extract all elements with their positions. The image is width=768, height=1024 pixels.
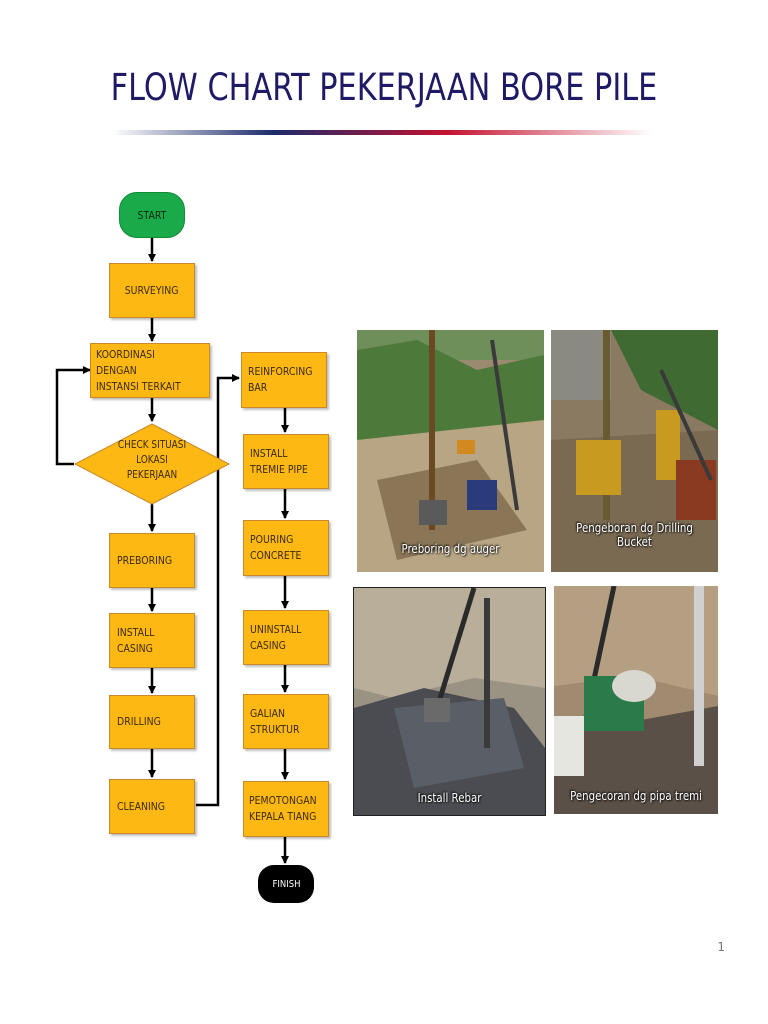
photo-caption-pengecoran: Pengecoran dg pipa tremi — [570, 789, 702, 803]
uninstall-casing-step: UNINSTALL CASING — [243, 610, 329, 665]
preboring-label: PREBORING — [117, 553, 173, 567]
koordinasi-label: KOORDINASI DENGAN INSTANSI TERKAIT — [96, 347, 181, 393]
check-decision-text: CHECK SITUASI LOKASI PEKERJAAN — [100, 438, 204, 490]
galian-struktur-label: GALIAN STRUKTUR — [250, 706, 300, 736]
cleaning-step: CLEANING — [109, 779, 195, 834]
page-title: FLOW CHART PEKERJAAN BORE PILE — [110, 66, 658, 109]
uninstall-casing-label: UNINSTALL CASING — [250, 622, 302, 652]
pemotongan-label: PEMOTONGAN KEPALA TIANG — [249, 794, 317, 823]
drilling-step: DRILLING — [109, 695, 195, 749]
install-tremie-step: INSTALL TREMIE PIPE — [243, 434, 329, 489]
finish-label: FINISH — [271, 878, 301, 890]
start-label: START — [137, 208, 167, 222]
reinforcing-bar-label: REINFORCING BAR — [248, 365, 313, 394]
koordinasi-step: KOORDINASI DENGAN INSTANSI TERKAIT — [90, 343, 210, 398]
pemotongan-step: PEMOTONGAN KEPALA TIANG — [243, 781, 329, 837]
arrow-cleaning-reinforcing — [196, 374, 240, 807]
start-terminal: START — [119, 192, 185, 238]
title-divider — [112, 130, 652, 135]
photo-drilling-bucket: Pengeboran dg Drilling Bucket — [551, 330, 718, 572]
drilling-label: DRILLING — [117, 715, 161, 728]
reinforcing-bar-step: REINFORCING BAR — [241, 352, 327, 408]
check-decision — [73, 423, 231, 505]
photo-caption-install-rebar: Install Rebar — [417, 791, 482, 805]
finish-terminal: FINISH — [258, 865, 314, 903]
galian-struktur-step: GALIAN STRUKTUR — [243, 694, 329, 749]
install-casing-label: INSTALL CASING — [117, 625, 155, 655]
install-tremie-label: INSTALL TREMIE PIPE — [250, 446, 308, 476]
pouring-concrete-label: POURING CONCRETE — [250, 533, 302, 562]
photo-caption-preboring: Preboring dg auger — [401, 542, 500, 556]
photo-caption-drilling-bucket: Pengeboran dg Drilling Bucket — [576, 521, 693, 549]
arrow-check-loop — [55, 366, 91, 466]
photo-preboring: Preboring dg auger — [357, 330, 544, 572]
photo-pengecoran: Pengecoran dg pipa tremi — [554, 586, 718, 814]
surveying-step: SURVEYING — [109, 263, 195, 318]
page-number: 1 — [717, 940, 725, 954]
pouring-concrete-step: POURING CONCRETE — [243, 520, 329, 576]
cleaning-label: CLEANING — [117, 799, 166, 813]
photo-install-rebar: Install Rebar — [353, 587, 546, 816]
surveying-label: SURVEYING — [125, 283, 179, 297]
preboring-step: PREBORING — [109, 533, 195, 588]
install-casing-step: INSTALL CASING — [109, 613, 195, 668]
check-label: CHECK SITUASI LOKASI PEKERJAAN — [117, 439, 187, 481]
